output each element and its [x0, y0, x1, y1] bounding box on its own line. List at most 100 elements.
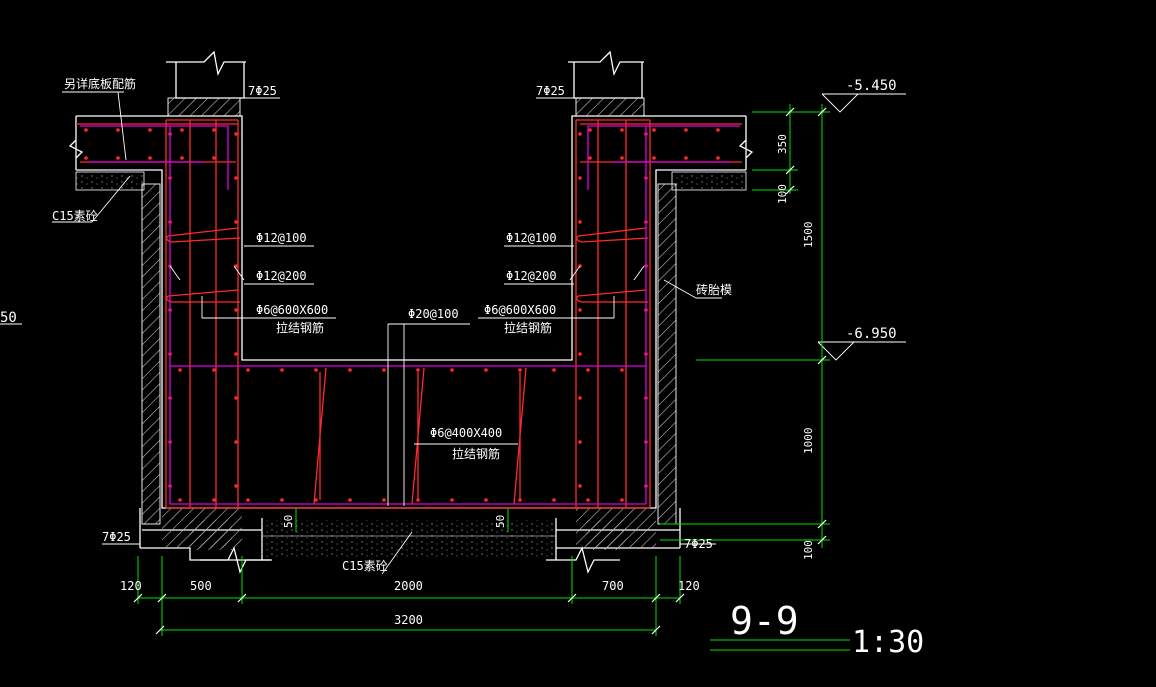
rebar-dot	[586, 498, 590, 502]
rebar-dot	[234, 484, 238, 488]
rebar-dot	[578, 308, 582, 312]
rebar-dot	[578, 396, 582, 400]
rebar-magenta	[80, 125, 740, 505]
rebar-dot	[620, 156, 624, 160]
rebar-dot	[234, 132, 238, 136]
rebar-dot	[234, 308, 238, 312]
rebar-dot	[246, 498, 250, 502]
c15-layers	[75, 171, 747, 558]
label-brick-wall: 砖胎模	[696, 282, 732, 297]
section-scale: 1:30	[852, 625, 924, 660]
rebar-dot	[716, 128, 720, 132]
dim-cover-left: 50	[282, 515, 295, 528]
rebar-dot	[84, 156, 88, 160]
brick-formwork	[141, 97, 677, 550]
rebar-dots	[84, 128, 720, 502]
label-left-phi12-100: Φ12@100	[256, 231, 307, 245]
rebar-dot	[578, 220, 582, 224]
label-c15-bottom: C15素砼	[342, 559, 388, 573]
dim-v1000: 1000	[802, 428, 815, 455]
rebar-dot	[652, 128, 656, 132]
dim-500: 500	[190, 579, 212, 593]
rebar-dot	[148, 128, 152, 132]
rebar-dot	[518, 368, 522, 372]
rebar-dot	[450, 498, 454, 502]
rebar-dot	[234, 352, 238, 356]
label-left-phi6-600: Φ6@600X600	[256, 303, 328, 317]
label-left-phi12-200: Φ12@200	[256, 269, 307, 283]
rebar-dot	[578, 352, 582, 356]
label-phi6-400: Φ6@400X400	[430, 426, 502, 440]
rebar-dot	[234, 220, 238, 224]
rebar-dot	[280, 368, 284, 372]
rebar-dot	[348, 498, 352, 502]
rebar-dot	[212, 156, 216, 160]
rebar-dot	[178, 368, 182, 372]
label-bar-bottom-right: 7Φ25	[684, 537, 713, 551]
dim-v100-bottom: 100	[802, 540, 815, 560]
dim-2000: 2000	[394, 579, 423, 593]
rebar-dot	[84, 128, 88, 132]
leader-lines	[0, 91, 906, 575]
dimension-ticks	[133, 107, 827, 635]
rebar-dot	[234, 176, 238, 180]
rebar-dot	[484, 498, 488, 502]
rebar-red	[76, 119, 742, 509]
rebar-dot	[552, 368, 556, 372]
elevation-middle: -6.950	[846, 326, 897, 342]
rebar-dot	[578, 440, 582, 444]
dim-v1500: 1500	[802, 222, 815, 249]
rebar-dot	[588, 156, 592, 160]
rebar-dot	[314, 368, 318, 372]
rebar-dot	[212, 498, 216, 502]
rebar-dot	[684, 128, 688, 132]
rebar-dot	[684, 156, 688, 160]
rebar-dot	[578, 484, 582, 488]
rebar-dot	[178, 498, 182, 502]
rebar-dot	[280, 498, 284, 502]
rebar-dot	[552, 498, 556, 502]
dim-120-left: 120	[120, 579, 142, 593]
section-title: 9-9	[730, 599, 799, 643]
rebar-dot	[416, 368, 420, 372]
rebar-dot	[450, 368, 454, 372]
label-right-phi6-600: Φ6@600X600	[484, 303, 556, 317]
rebar-dot	[716, 156, 720, 160]
rebar-dot	[620, 128, 624, 132]
rebar-dot	[620, 498, 624, 502]
dim-v350: 350	[776, 134, 789, 154]
rebar-dot	[620, 368, 624, 372]
rebar-dot	[382, 498, 386, 502]
rebar-dot	[314, 498, 318, 502]
elevation-top: -5.450	[846, 78, 897, 94]
rebar-dot	[116, 128, 120, 132]
label-right-phi12-200: Φ12@200	[506, 269, 557, 283]
elevation-left-partial: 50	[0, 310, 17, 326]
dim-v100-top: 100	[776, 184, 789, 204]
rebar-dot	[416, 498, 420, 502]
rebar-dot	[246, 368, 250, 372]
dim-3200: 3200	[394, 613, 423, 627]
dim-cover-right: 50	[494, 515, 507, 528]
rebar-dot	[652, 156, 656, 160]
label-right-tie: 拉结钢筋	[504, 320, 552, 335]
label-bar-bottom-left: 7Φ25	[102, 530, 131, 544]
rebar-dot	[578, 132, 582, 136]
rebar-dot	[586, 368, 590, 372]
label-tie-center: 拉结钢筋	[452, 446, 500, 461]
rebar-dot	[180, 156, 184, 160]
rebar-dot	[212, 128, 216, 132]
label-left-tie: 拉结钢筋	[276, 320, 324, 335]
rebar-dot	[148, 156, 152, 160]
label-right-phi12-100: Φ12@100	[506, 231, 557, 245]
rebar-dot	[518, 498, 522, 502]
rebar-dot	[578, 176, 582, 180]
rebar-dot	[484, 368, 488, 372]
label-bar-top-right: 7Φ25	[536, 84, 565, 98]
rebar-dot	[234, 396, 238, 400]
dim-700: 700	[602, 579, 624, 593]
label-phi20-100: Φ20@100	[408, 307, 459, 321]
rebar-dot	[180, 128, 184, 132]
rebar-dot	[212, 368, 216, 372]
